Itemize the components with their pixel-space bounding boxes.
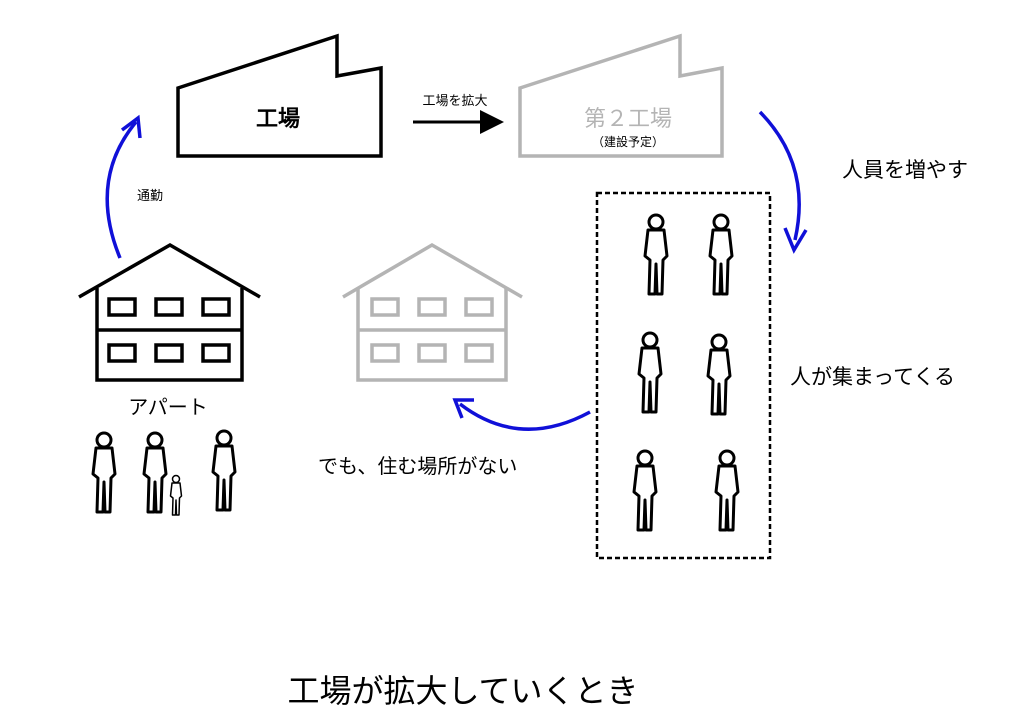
child-icon: [169, 474, 183, 516]
no-place-arrowhead: [452, 398, 474, 419]
person-icon: [211, 429, 237, 512]
no-place-arrow: [458, 402, 591, 431]
no-place-label: でも、住む場所がない: [318, 454, 517, 478]
people-gather-label: 人が集まってくる: [790, 365, 955, 389]
person-icon: [91, 431, 117, 514]
increase-staff-arrowhead: [783, 227, 808, 254]
family-group: [91, 429, 237, 516]
factory-building: [176, 33, 383, 158]
apartment-house: [78, 242, 261, 382]
commute-arrow: [105, 120, 138, 259]
factory2-sublabel: （建設予定）: [592, 134, 664, 149]
increase-staff-label: 人員を増やす: [842, 158, 968, 182]
page-title: 工場が拡大していくとき: [287, 672, 638, 710]
apartment-label: アパート: [128, 395, 208, 419]
increase-staff-arrow: [758, 110, 801, 241]
person-icon: [142, 431, 168, 514]
factory2-label: 第２工場: [584, 107, 672, 132]
factory2-building: [518, 33, 724, 158]
expand-arrow-label: 工場を拡大: [422, 94, 487, 109]
commute-label: 通勤: [137, 189, 163, 204]
commute-arrowhead: [120, 114, 142, 139]
gray-house: [342, 242, 523, 382]
factory-label: 工場: [256, 107, 300, 132]
people-box: [595, 191, 772, 560]
